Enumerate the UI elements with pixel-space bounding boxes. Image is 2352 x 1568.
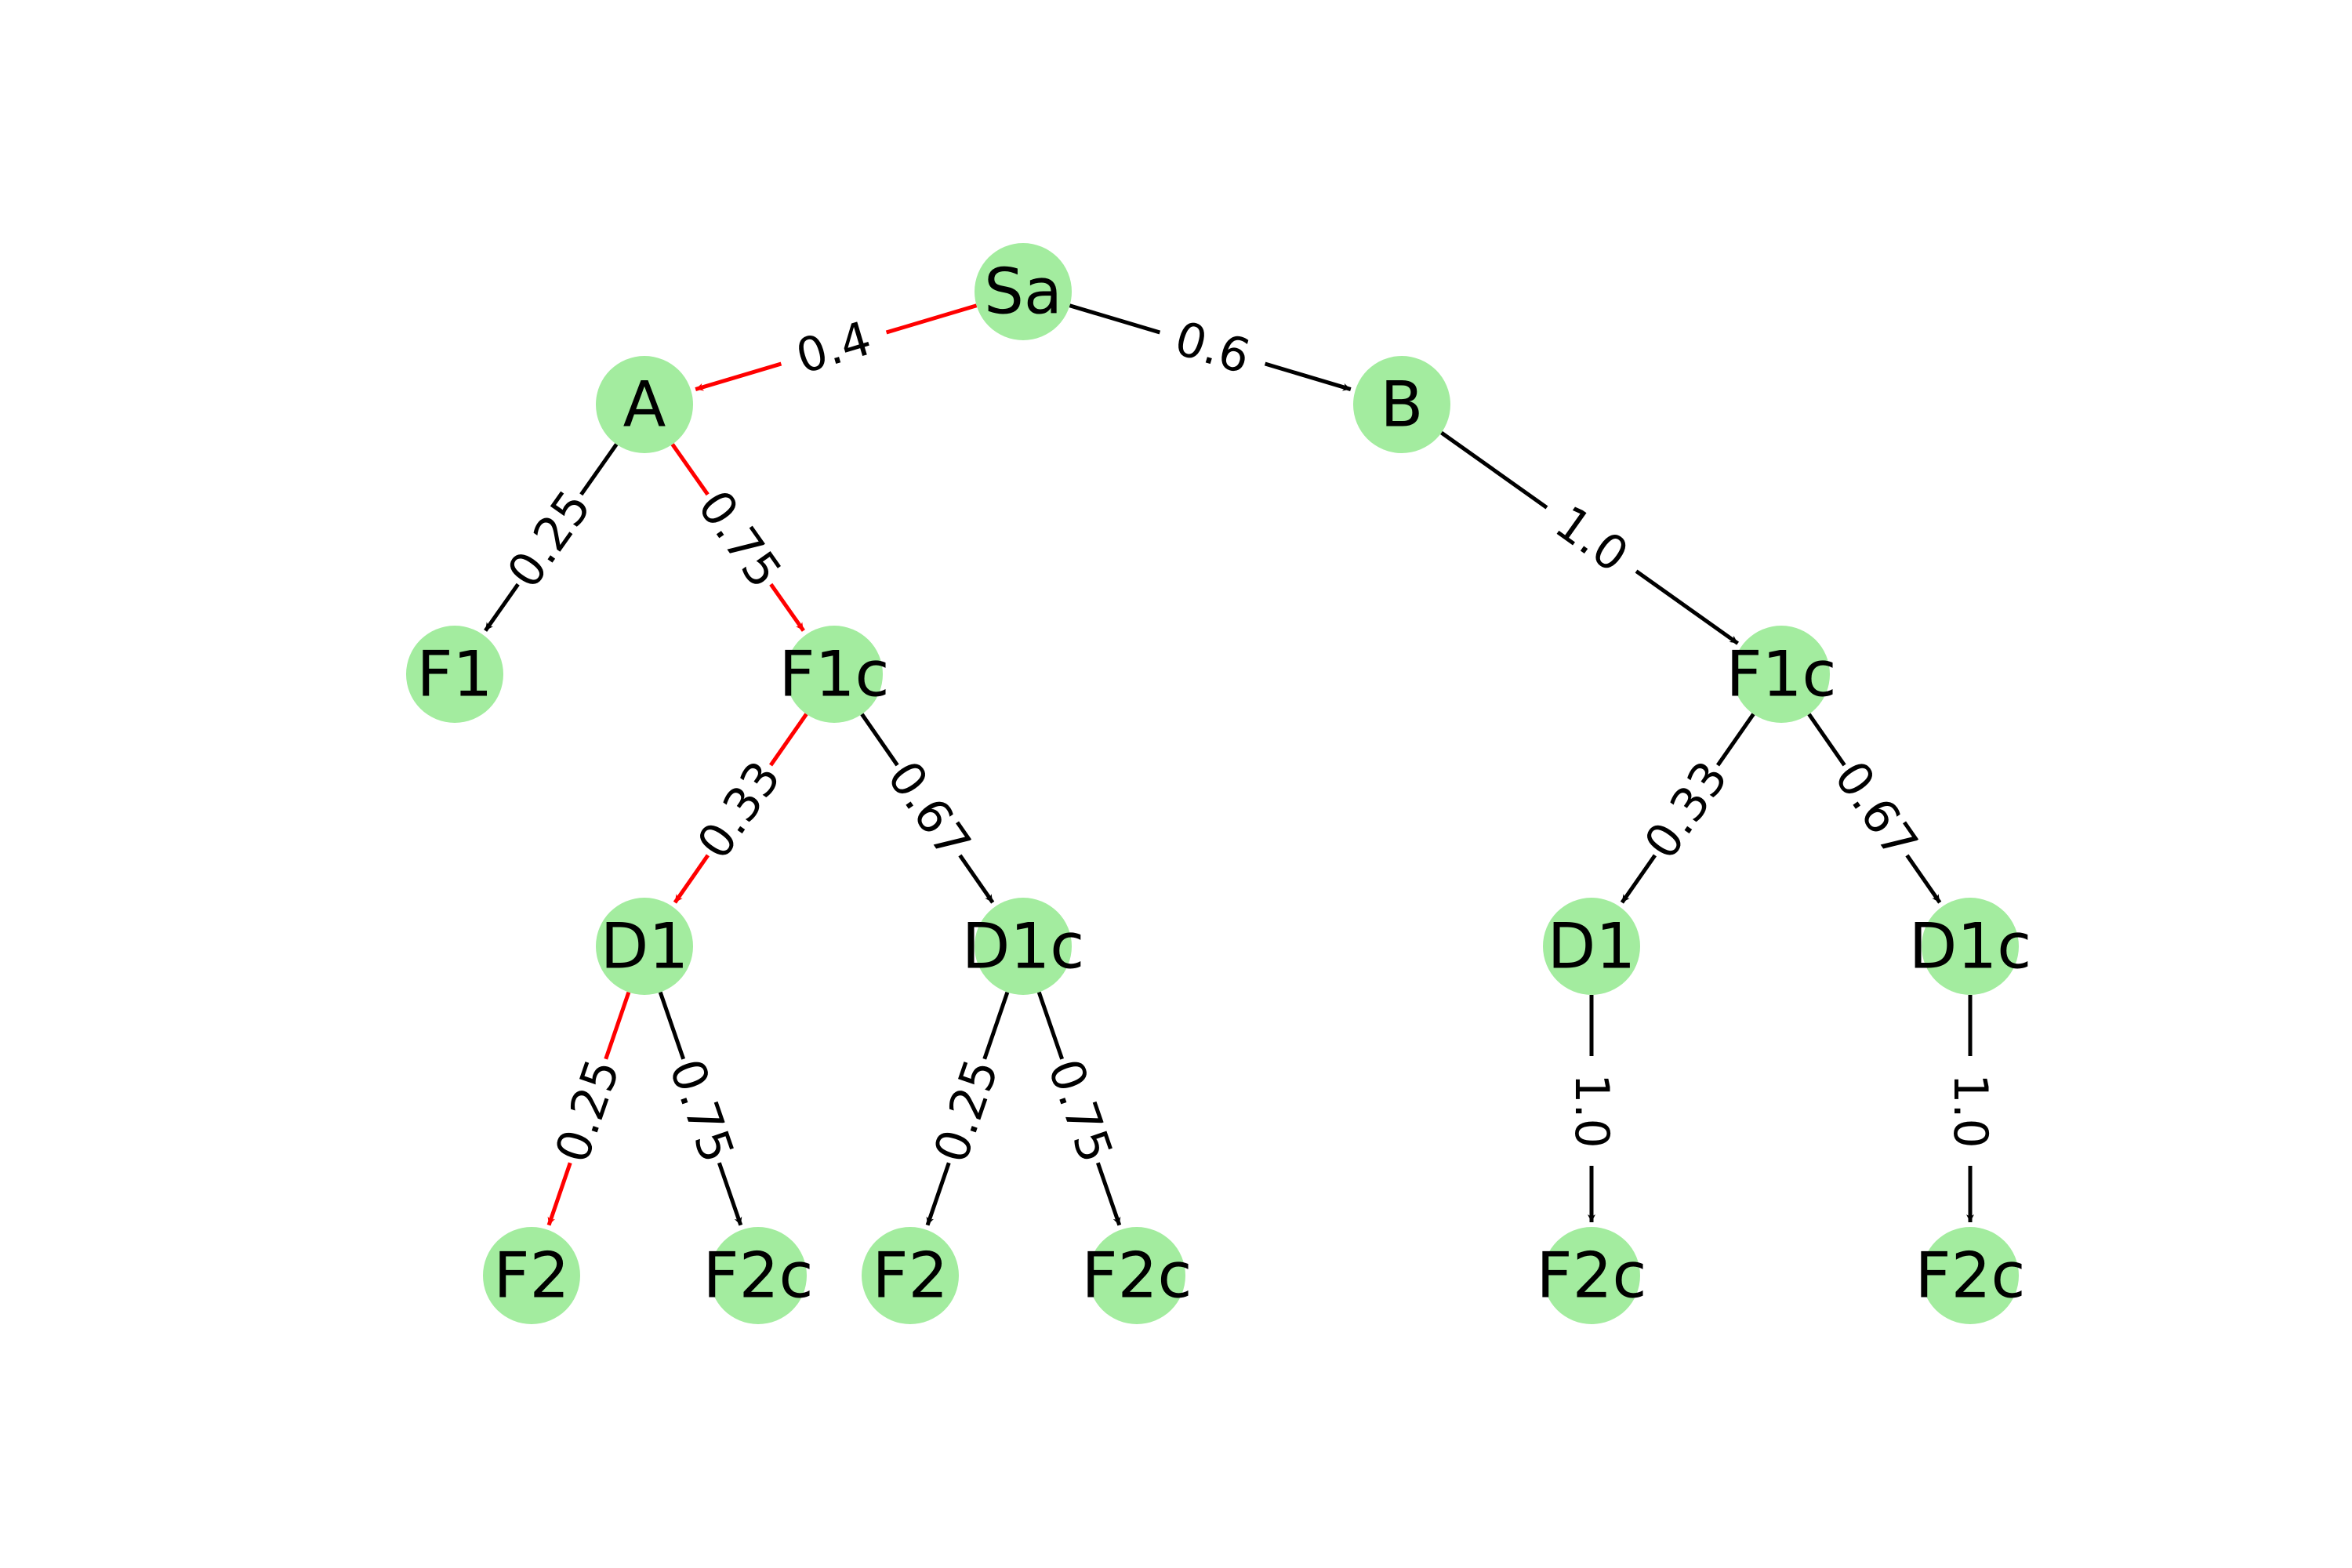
node-label: F1c (1726, 638, 1837, 711)
node-circle (710, 1227, 807, 1324)
node-circle (1353, 356, 1450, 453)
edge-label-background (1937, 1056, 2003, 1166)
node-F1cR: F1c (1726, 626, 1837, 723)
node-D1cR: D1c (1909, 898, 2031, 995)
node-A: A (596, 356, 693, 453)
edge-label-background (681, 475, 798, 604)
node-label: F2c (703, 1240, 814, 1312)
edge-probability-label: 0.4 (790, 311, 877, 385)
edge-label-background (771, 300, 896, 396)
edge-label-background (1817, 746, 1934, 874)
node-circle (975, 898, 1072, 995)
edge-D1L-F2a: 0.25 (539, 991, 637, 1226)
edge-D1cL-F2b: 0.25 (917, 991, 1016, 1226)
node-label: F2c (1915, 1240, 2026, 1312)
node-F2cB: F2c (1082, 1227, 1192, 1324)
node-label: F1 (417, 638, 493, 711)
edge-A-F1cL: 0.75 (670, 443, 805, 632)
edge-F1cL-D1cL: 0.67 (860, 713, 995, 904)
node-F1cL: F1c (779, 626, 890, 723)
node-F2cC: F2c (1537, 1227, 1647, 1324)
node-circle (1088, 1227, 1185, 1324)
node-Sa: Sa (975, 243, 1072, 340)
node-circle (1543, 898, 1640, 995)
node-circle (406, 626, 503, 723)
edge-label-background (870, 746, 987, 874)
edge-D1L-F2cA: 0.75 (652, 991, 751, 1226)
node-label: D1 (601, 910, 689, 983)
node-circle (786, 626, 883, 723)
node-label: D1c (1909, 910, 2031, 983)
node-F2cA: F2c (703, 1227, 814, 1324)
node-F1: F1 (406, 626, 503, 723)
edge-probability-label: 1.0 (1564, 1073, 1619, 1148)
node-circle (975, 243, 1072, 340)
edge-Sa-B: 0.6 (1069, 300, 1352, 396)
edge-B-F1cR: 1.0 (1440, 430, 1740, 645)
node-label: Sa (984, 256, 1062, 328)
edge-label-background (539, 1048, 637, 1174)
node-label: D1 (1548, 910, 1636, 983)
edge-label-background (1559, 1056, 1624, 1166)
edge-probability-label: 0.6 (1169, 311, 1256, 385)
edge-label-background (1150, 300, 1275, 396)
node-label: F1c (779, 638, 890, 711)
node-B: B (1353, 356, 1450, 453)
node-D1L: D1 (596, 898, 693, 995)
edge-A-F1: 0.25 (484, 443, 619, 632)
node-D1cL: D1c (962, 898, 1084, 995)
node-F2cD: F2c (1915, 1227, 2026, 1324)
node-circle (483, 1227, 580, 1324)
node-label: F2c (1537, 1240, 1647, 1312)
node-D1R: D1 (1543, 898, 1640, 995)
node-circle (1922, 1227, 2019, 1324)
edge-Sa-A: 0.4 (695, 300, 978, 396)
node-circle (1922, 898, 2019, 995)
node-circle (596, 898, 693, 995)
node-label: B (1381, 368, 1424, 441)
node-circle (862, 1227, 959, 1324)
edge-F1cR-D1cR: 0.67 (1807, 713, 1942, 904)
node-label: D1c (962, 910, 1084, 983)
edge-D1cR-F2cD: 1.0 (1937, 995, 2003, 1222)
edge-label-background (1628, 746, 1745, 874)
node-label: F2 (494, 1240, 570, 1312)
edge-label-background (1030, 1048, 1130, 1174)
edge-label-background (681, 746, 798, 874)
node-label: A (623, 368, 666, 441)
node-label: F2c (1082, 1240, 1192, 1312)
node-circle (1543, 1227, 1640, 1324)
edge-F1cR-D1R: 0.33 (1620, 713, 1755, 904)
node-circle (1733, 626, 1830, 723)
edge-probability-label: 1.0 (1943, 1073, 1998, 1148)
edge-label-background (652, 1048, 751, 1174)
edge-D1cL-F2cB: 0.75 (1030, 991, 1130, 1226)
node-F2b: F2 (862, 1227, 959, 1324)
edge-label-background (917, 1048, 1016, 1174)
edge-label-background (1527, 481, 1656, 598)
node-label: F2 (873, 1240, 949, 1312)
node-circle (596, 356, 693, 453)
edge-F1cL-D1L: 0.33 (673, 713, 808, 904)
edge-label-background (491, 475, 608, 604)
node-F2a: F2 (483, 1227, 580, 1324)
edge-D1R-F2cC: 1.0 (1559, 995, 1624, 1222)
